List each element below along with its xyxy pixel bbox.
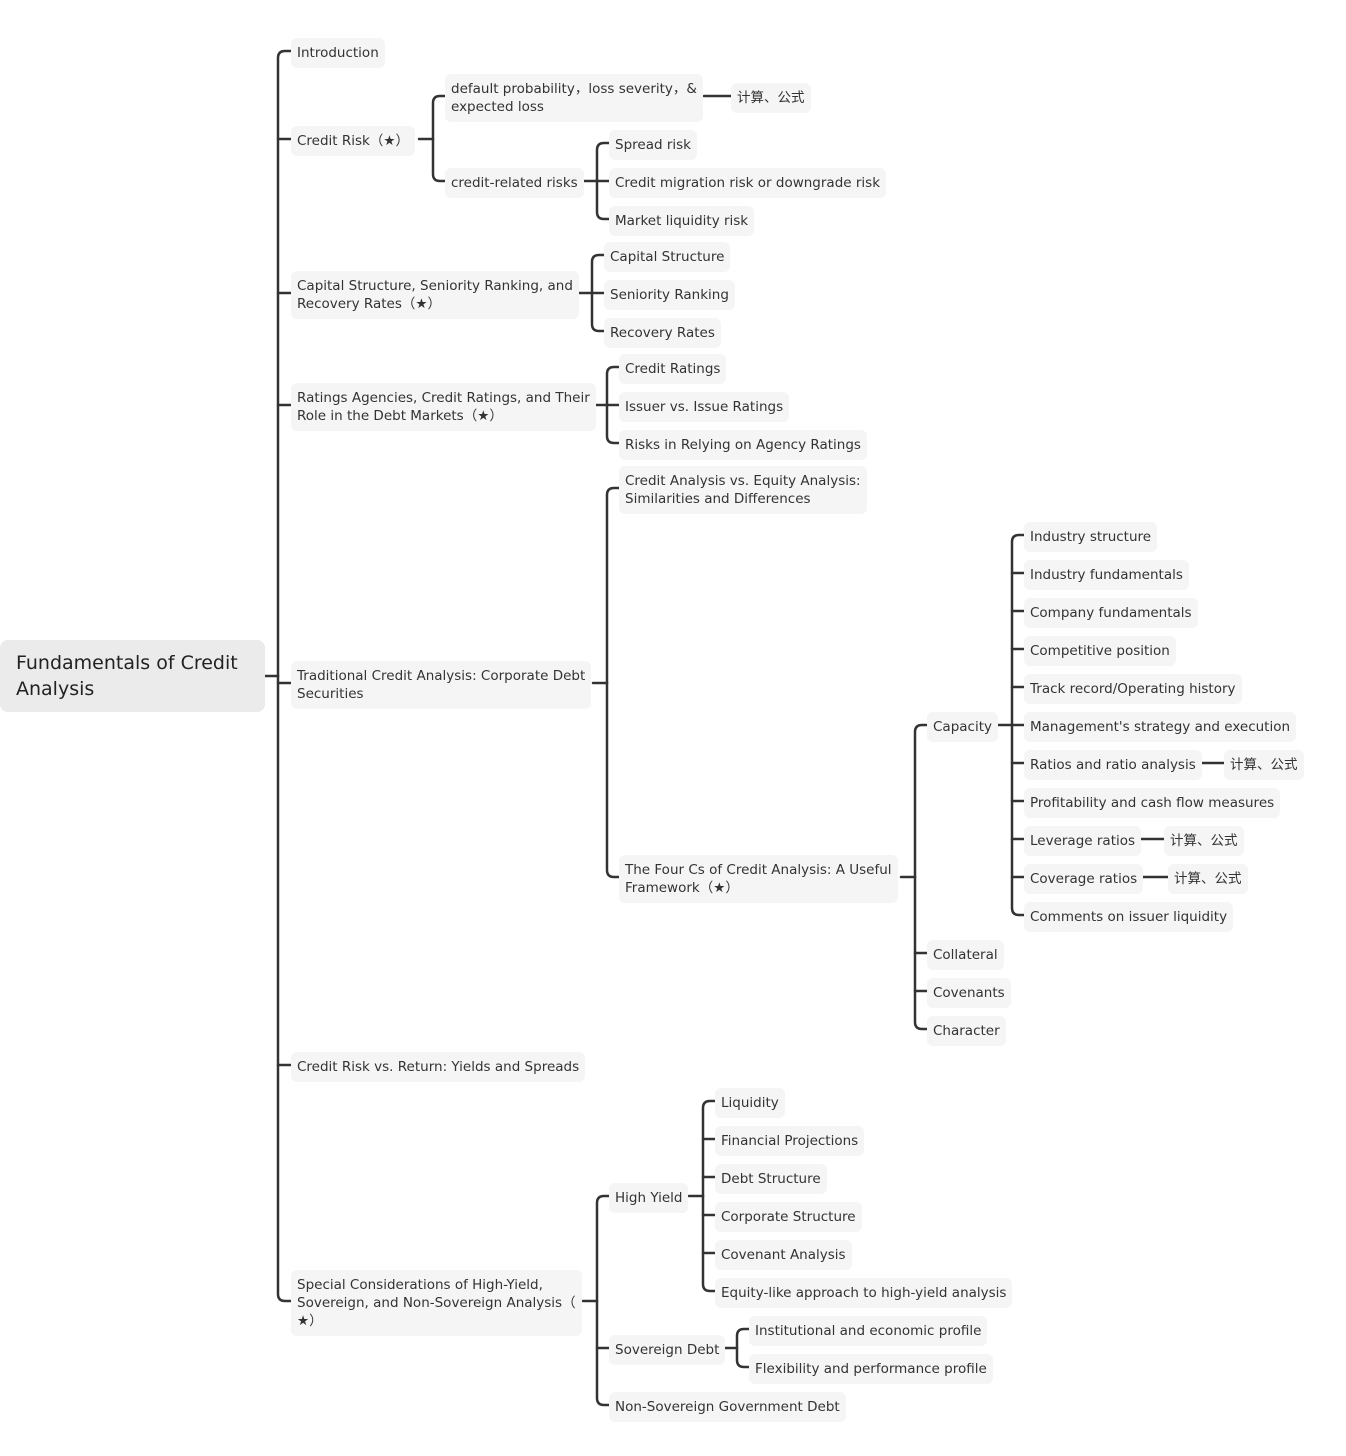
connector-line <box>595 141 611 183</box>
topic-hy-equity-like-approach[interactable]: Equity-like approach to high-yield analy… <box>715 1278 1013 1308</box>
topic-credit-migration-risk[interactable]: Credit migration risk or downgrade risk <box>609 168 887 198</box>
connector-line <box>605 365 621 407</box>
topic-issuer-liquidity[interactable]: Comments on issuer liquidity <box>1024 902 1234 932</box>
connector-line <box>913 723 929 879</box>
connector-line <box>701 1099 717 1198</box>
connector-line <box>276 49 293 678</box>
topic-traditional-credit-analysis[interactable]: Traditional Credit Analysis: Corporate D… <box>291 661 592 709</box>
connector-line <box>701 1194 717 1293</box>
topic-four-cs[interactable]: The Four Cs of Credit Analysis: A Useful… <box>619 855 898 903</box>
topic-sovereign-debt[interactable]: Sovereign Debt <box>609 1335 726 1365</box>
topic-non-sovereign-debt[interactable]: Non-Sovereign Government Debt <box>609 1392 846 1422</box>
topic-credit-risk[interactable]: Credit Risk（★） <box>291 126 415 156</box>
topic-introduction[interactable]: Introduction <box>291 38 385 68</box>
topic-credit-vs-equity[interactable]: Credit Analysis vs. Equity Analysis: Sim… <box>619 466 867 514</box>
topic-credit-risk-vs-return[interactable]: Credit Risk vs. Return: Yields and Sprea… <box>291 1052 586 1082</box>
connector-line <box>595 1194 611 1303</box>
topic-issuer-vs-issue-ratings[interactable]: Issuer vs. Issue Ratings <box>619 392 790 422</box>
topic-institutional-profile[interactable]: Institutional and economic profile <box>749 1316 988 1346</box>
topic-character[interactable]: Character <box>927 1016 1006 1046</box>
topic-capital-structure[interactable]: Capital Structure, Seniority Ranking, an… <box>291 271 579 319</box>
connector-line <box>431 94 447 141</box>
connector-line <box>735 1346 751 1369</box>
topic-risks-agency-ratings[interactable]: Risks in Relying on Agency Ratings <box>619 430 867 460</box>
topic-coverage-ratios[interactable]: Coverage ratios <box>1024 864 1144 894</box>
root-topic[interactable]: Fundamentals of Credit Analysis <box>0 640 265 712</box>
connector-line <box>605 403 621 445</box>
connector-line <box>590 253 606 295</box>
topic-covenants[interactable]: Covenants <box>927 978 1011 1008</box>
connector-line <box>735 1327 751 1350</box>
connector-line <box>431 137 447 183</box>
topic-hy-debt-structure[interactable]: Debt Structure <box>715 1164 827 1194</box>
note-formula-ratio[interactable]: 计算、公式 <box>1224 750 1304 780</box>
topic-spread-risk[interactable]: Spread risk <box>609 130 697 160</box>
topic-recovery-rates[interactable]: Recovery Rates <box>604 318 721 348</box>
note-formula-coverage[interactable]: 计算、公式 <box>1168 864 1248 894</box>
connector-line <box>595 1299 611 1407</box>
topic-collateral[interactable]: Collateral <box>927 940 1004 970</box>
topic-industry-structure[interactable]: Industry structure <box>1024 522 1158 552</box>
topic-track-record[interactable]: Track record/Operating history <box>1024 674 1242 704</box>
connector-line <box>1010 533 1026 727</box>
note-formula-leverage[interactable]: 计算、公式 <box>1164 826 1244 856</box>
connector-line <box>605 486 621 685</box>
topic-credit-related-risks[interactable]: credit-related risks <box>445 168 584 198</box>
topic-competitive-position[interactable]: Competitive position <box>1024 636 1176 666</box>
topic-credit-ratings[interactable]: Credit Ratings <box>619 354 727 384</box>
topic-hy-corporate-structure[interactable]: Corporate Structure <box>715 1202 862 1232</box>
connector-line <box>605 681 621 879</box>
topic-seniority-ranking[interactable]: Seniority Ranking <box>604 280 735 310</box>
topic-hy-financial-projections[interactable]: Financial Projections <box>715 1126 865 1156</box>
topic-hy-liquidity[interactable]: Liquidity <box>715 1088 785 1118</box>
connector-line <box>913 875 929 1031</box>
topic-leverage-ratios[interactable]: Leverage ratios <box>1024 826 1142 856</box>
topic-ratio-analysis[interactable]: Ratios and ratio analysis <box>1024 750 1202 780</box>
topic-capital-structure-item[interactable]: Capital Structure <box>604 242 731 272</box>
topic-special-considerations[interactable]: Special Considerations of High-Yield, So… <box>291 1270 582 1336</box>
note-formula-default[interactable]: 计算、公式 <box>731 83 811 113</box>
topic-market-liquidity-risk[interactable]: Market liquidity risk <box>609 206 755 236</box>
topic-industry-fundamentals[interactable]: Industry fundamentals <box>1024 560 1189 590</box>
connector-line <box>595 179 611 221</box>
topic-profitability-cash-flow[interactable]: Profitability and cash flow measures <box>1024 788 1281 818</box>
topic-high-yield[interactable]: High Yield <box>609 1183 689 1213</box>
topic-default-probability[interactable]: default probability，loss severity，& expe… <box>445 74 703 122</box>
topic-management-strategy[interactable]: Management's strategy and execution <box>1024 712 1297 742</box>
topic-capacity[interactable]: Capacity <box>927 712 998 742</box>
topic-hy-covenant-analysis[interactable]: Covenant Analysis <box>715 1240 852 1270</box>
topic-ratings-agencies[interactable]: Ratings Agencies, Credit Ratings, and Th… <box>291 383 596 431</box>
connector-line <box>276 674 293 1303</box>
connector-line <box>590 291 606 333</box>
connector-line <box>1010 723 1026 917</box>
topic-flexibility-profile[interactable]: Flexibility and performance profile <box>749 1354 993 1384</box>
topic-company-fundamentals[interactable]: Company fundamentals <box>1024 598 1198 628</box>
